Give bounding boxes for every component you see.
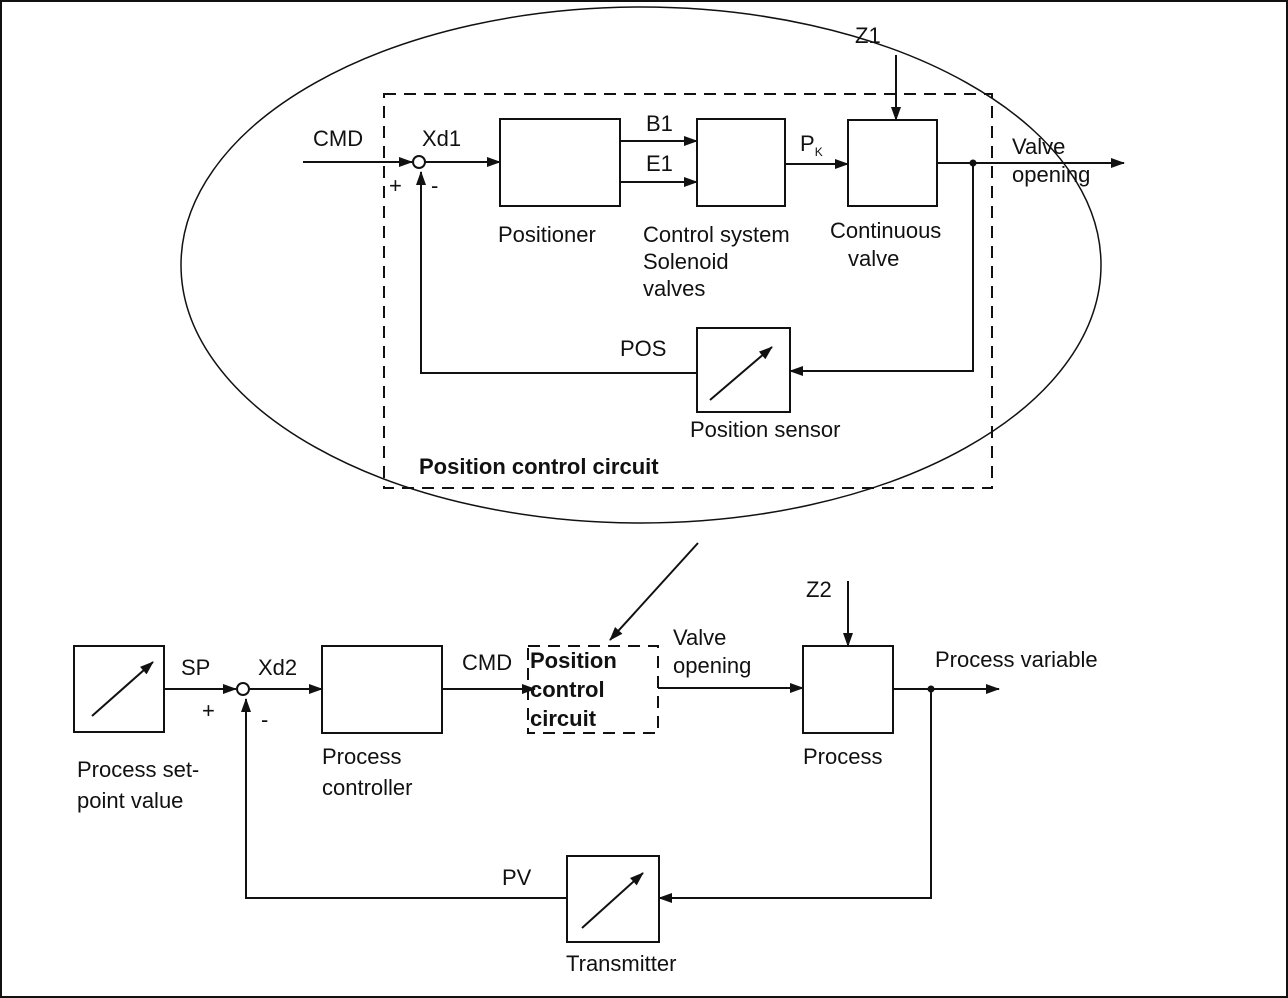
- positioner-label: Positioner: [498, 222, 596, 247]
- minus-sign-1: -: [431, 173, 438, 198]
- pos-label: POS: [620, 336, 666, 361]
- positioner-block: [499, 118, 621, 207]
- continuous-valve-label: Continuous valve: [830, 218, 947, 271]
- pv-feedback-line: [658, 689, 932, 903]
- process-label: Process: [803, 744, 882, 769]
- xd2-label: Xd2: [258, 655, 297, 680]
- position-circuit-boundary: [383, 93, 993, 489]
- summing-junction-1: [412, 155, 426, 169]
- cmd-outer-label: CMD: [462, 650, 512, 675]
- minus-sign-2: -: [261, 707, 268, 732]
- e1-label: E1: [646, 151, 673, 176]
- process-variable-label: Process variable: [935, 647, 1098, 672]
- position-circuit-block: [527, 645, 659, 734]
- pv-label: PV: [502, 865, 532, 890]
- process-block: [802, 645, 894, 734]
- position-feedback-line: [789, 163, 974, 376]
- plus-sign-2: +: [202, 698, 215, 723]
- summing-junction-2: [236, 682, 250, 696]
- z2-label: Z2: [806, 577, 832, 602]
- zoom-ellipse: [180, 6, 1102, 524]
- pv-return-line: [241, 698, 567, 899]
- valve-opening-outer-label: Valve opening: [673, 625, 751, 678]
- zoom-connector: [609, 542, 699, 641]
- valve-opening-label: Valve opening: [1012, 134, 1090, 187]
- xd1-label: Xd1: [422, 126, 461, 151]
- pos-return-line: [416, 171, 697, 374]
- plus-sign-1: +: [389, 173, 402, 198]
- setpoint-arrow-icon: [91, 661, 154, 717]
- pk-label: PK: [800, 131, 823, 159]
- b1-label: B1: [646, 111, 673, 136]
- process-controller-block: [321, 645, 443, 734]
- cmd-label: CMD: [313, 126, 363, 151]
- setpoint-block: [73, 645, 165, 733]
- continuous-valve-block: [847, 119, 938, 207]
- process-controller-label: Process controller: [322, 744, 412, 800]
- z1-label: Z1: [855, 23, 881, 48]
- transmitter-arrow-icon: [581, 872, 644, 929]
- position-sensor-label: Position sensor: [690, 417, 840, 442]
- control-system-label: Control system Solenoid valves: [643, 222, 796, 301]
- control-system-block: [696, 118, 786, 207]
- position-circuit-title: Position control circuit: [419, 454, 659, 479]
- sp-label: SP: [181, 655, 210, 680]
- setpoint-label: Process set- point value: [77, 757, 205, 813]
- sensor-arrow-icon: [709, 346, 773, 401]
- position-circuit-label: Position control circuit: [530, 648, 623, 731]
- transmitter-label: Transmitter: [566, 951, 676, 976]
